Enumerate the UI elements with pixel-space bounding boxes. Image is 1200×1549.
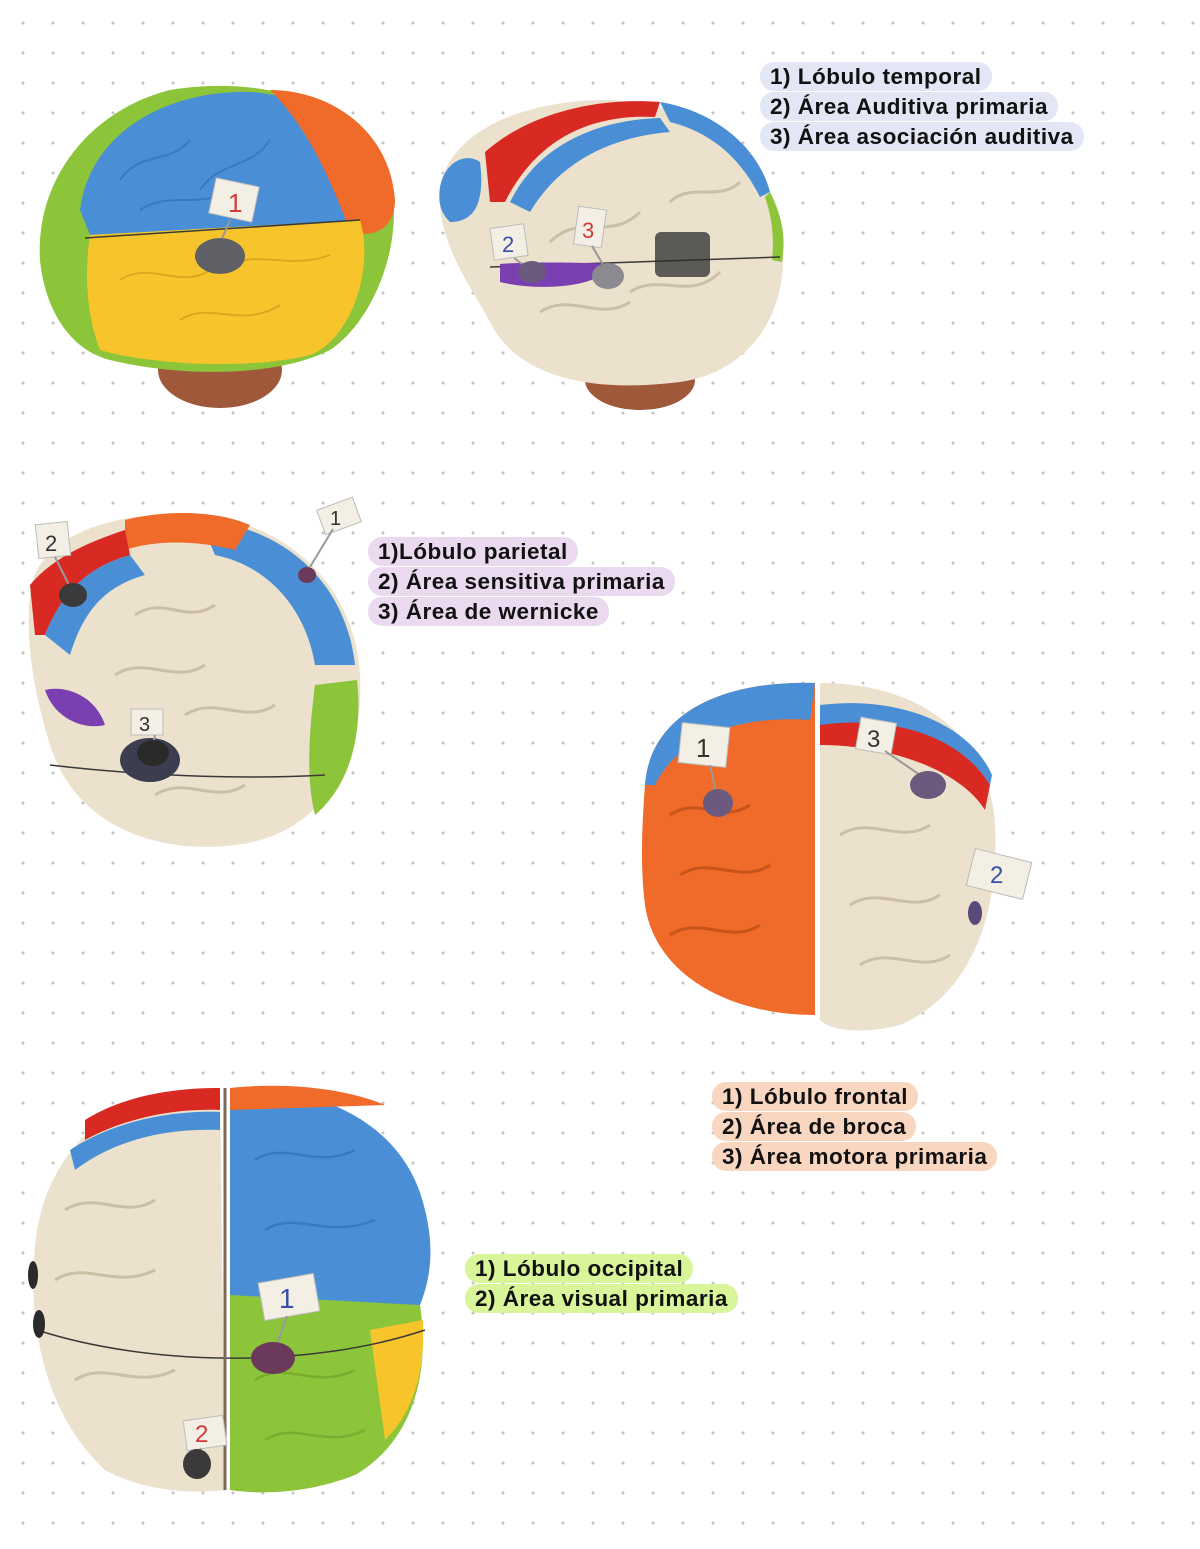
pin-label-2: 2 [502,232,514,257]
frontal-item-1: 1) Lóbulo frontal [712,1082,918,1111]
brain-oblique-parietal-photo: 2 1 3 [15,495,365,860]
brain-lateral-white-image: 2 3 [439,99,784,410]
pin-label-1: 1 [279,1283,295,1314]
pin-label-2: 2 [45,531,57,556]
occipital-legend: 1) Lóbulo occipital 2) Área visual prima… [465,1254,738,1314]
brain-posterior-view-photo: 1 2 [25,1080,437,1495]
parietal-item-1: 1)Lóbulo parietal [368,537,578,566]
temporal-item-1: 1) Lóbulo temporal [760,62,992,91]
frontal-item-3: 3) Área motora primaria [712,1142,998,1171]
parietal-legend: 1)Lóbulo parietal 2) Área sensitiva prim… [368,537,675,627]
temporal-item-3: 3) Área asociación auditiva [760,122,1084,151]
pin-label-1: 1 [330,508,341,530]
occipital-item-2: 2) Área visual primaria [465,1284,738,1313]
pin-label-1: 1 [228,188,242,218]
pin-label-3: 3 [867,726,880,753]
pin-label-2: 2 [990,862,1003,889]
brain-lateral-colored-photo: 1 [30,70,400,415]
pin-label-3: 3 [582,218,594,243]
brain-frontal-view-photo: 1 3 2 [640,675,1035,1035]
brain-posterior-view-image: 1 2 [28,1085,431,1493]
temporal-item-2: 2) Área Auditiva primaria [760,92,1059,121]
frontal-legend: 1) Lóbulo frontal 2) Área de broca 3) Ár… [712,1082,998,1172]
occipital-item-1: 1) Lóbulo occipital [465,1254,694,1283]
parietal-item-2: 2) Área sensitiva primaria [368,567,675,596]
brain-lateral-colored-image: 1 [39,85,395,408]
pin-label-2: 2 [195,1421,208,1448]
pin-label-3: 3 [139,714,150,736]
brain-frontal-view-image: 1 3 2 [641,682,1033,1031]
frontal-item-2: 2) Área de broca [712,1112,917,1141]
brain-lateral-white-photo: 2 3 [430,92,790,412]
brain-oblique-parietal-image: 2 1 3 [28,496,362,847]
pin-label-1: 1 [696,733,710,763]
temporal-legend: 1) Lóbulo temporal 2) Área Auditiva prim… [760,62,1084,152]
parietal-item-3: 3) Área de wernicke [368,597,609,626]
